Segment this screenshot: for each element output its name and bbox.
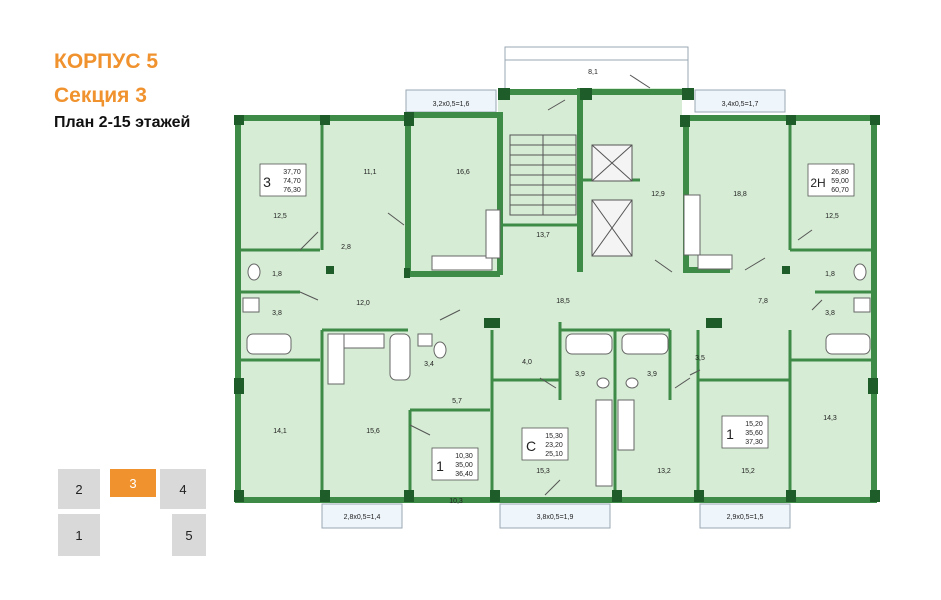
toilets-sinks [242,263,871,389]
apartment-badge: 2Н 26,80 59,00 60,70 [807,163,855,197]
apartment-badge: 1 10,30 35,00 36,40 [431,447,479,481]
apartment-area: 76,30 [283,187,301,194]
room-area: 12,0 [356,300,370,307]
apartment-area: 25,10 [545,451,563,458]
room-area: 18,8 [733,191,747,198]
staircase [509,134,577,216]
apartment-rooms: 1 [436,458,444,474]
balcony-area: 2,8x0,5=1,4 [344,514,381,521]
apartment-area: 37,30 [745,439,763,446]
wall-columns [234,88,880,502]
apartment-area: 59,00 [831,178,849,185]
room-area: 11,1 [363,169,376,176]
section-button-2[interactable]: 2 [58,469,100,509]
apartment-area: 36,40 [455,471,473,478]
apartment-area: 15,30 [545,433,563,440]
apartment-rooms: С [526,438,536,454]
room-area: 12,5 [273,213,287,220]
room-area: 12,5 [825,213,839,220]
room-areas: 11,1 16,6 12,5 2,8 1,8 3,8 12,0 13,7 12,… [272,169,839,505]
plan-subtitle: План 2-15 этажей [54,114,191,131]
room-area: 12,9 [651,191,665,198]
room-area: 15,3 [536,468,550,475]
section-title: Секция 3 [54,84,147,107]
section-button-1[interactable]: 1 [58,514,100,556]
room-area: 15,2 [741,468,755,475]
balcony-area: 3,4x0,5=1,7 [722,101,759,108]
room-area: 7,8 [758,298,768,305]
section-button-3[interactable]: 3 [110,469,156,497]
room-area: 18,5 [556,298,570,305]
room-area: 4,0 [522,359,532,366]
apartment-area: 37,70 [283,169,301,176]
balcony-area: 8,1 [588,69,598,76]
balcony-labels: 8,1 3,2x0,5=1,6 3,4x0,5=1,7 2,8x0,5=1,4 … [344,69,764,521]
room-area: 3,8 [272,310,282,317]
room-area: 2,8 [341,244,351,251]
bathtubs [246,333,871,381]
doors [299,74,823,496]
room-area: 3,5 [695,355,705,362]
apartment-area: 35,60 [745,430,763,437]
balcony-area: 3,2x0,5=1,6 [433,101,470,108]
apartment-area: 23,20 [545,442,563,449]
apartment-badge: 1 15,20 35,60 37,30 [721,415,769,449]
apartment-area: 74,70 [283,178,301,185]
apartment-area: 26,80 [831,169,849,176]
room-area: 13,2 [657,468,671,475]
balcony-area: 2,9x0,5=1,5 [727,514,764,521]
room-area: 1,8 [272,271,282,278]
room-area: 3,9 [575,371,585,378]
apartment-area: 35,00 [455,462,473,469]
section-button-5[interactable]: 5 [172,514,206,556]
balcony-area: 3,8x0,5=1,9 [537,514,574,521]
room-area: 3,4 [424,361,434,368]
room-area: 16,6 [456,169,470,176]
room-area: 15,6 [366,428,380,435]
room-area: 14,3 [823,415,837,422]
kitchens [327,194,733,487]
room-area: 3,9 [647,371,657,378]
elevators [591,144,633,257]
room-area: 1,8 [825,271,835,278]
apartment-rooms: 3 [263,174,271,190]
building-title: КОРПУС 5 [54,50,158,73]
apartment-rooms: 2Н [810,176,825,190]
room-area: 14,1 [273,428,287,435]
apartment-badge: 3 37,70 74,70 76,30 [259,163,307,197]
room-area: 13,7 [536,232,550,239]
room-area: 5,7 [452,398,462,405]
apartment-area: 60,70 [831,187,849,194]
apartment-area: 10,30 [455,453,473,460]
apartment-rooms: 1 [726,426,734,442]
apartment-area: 15,20 [745,421,763,428]
room-area: 10,3 [449,498,463,505]
apartment-badge: С 15,30 23,20 25,10 [521,427,569,461]
section-button-4[interactable]: 4 [160,469,206,509]
room-area: 3,8 [825,310,835,317]
